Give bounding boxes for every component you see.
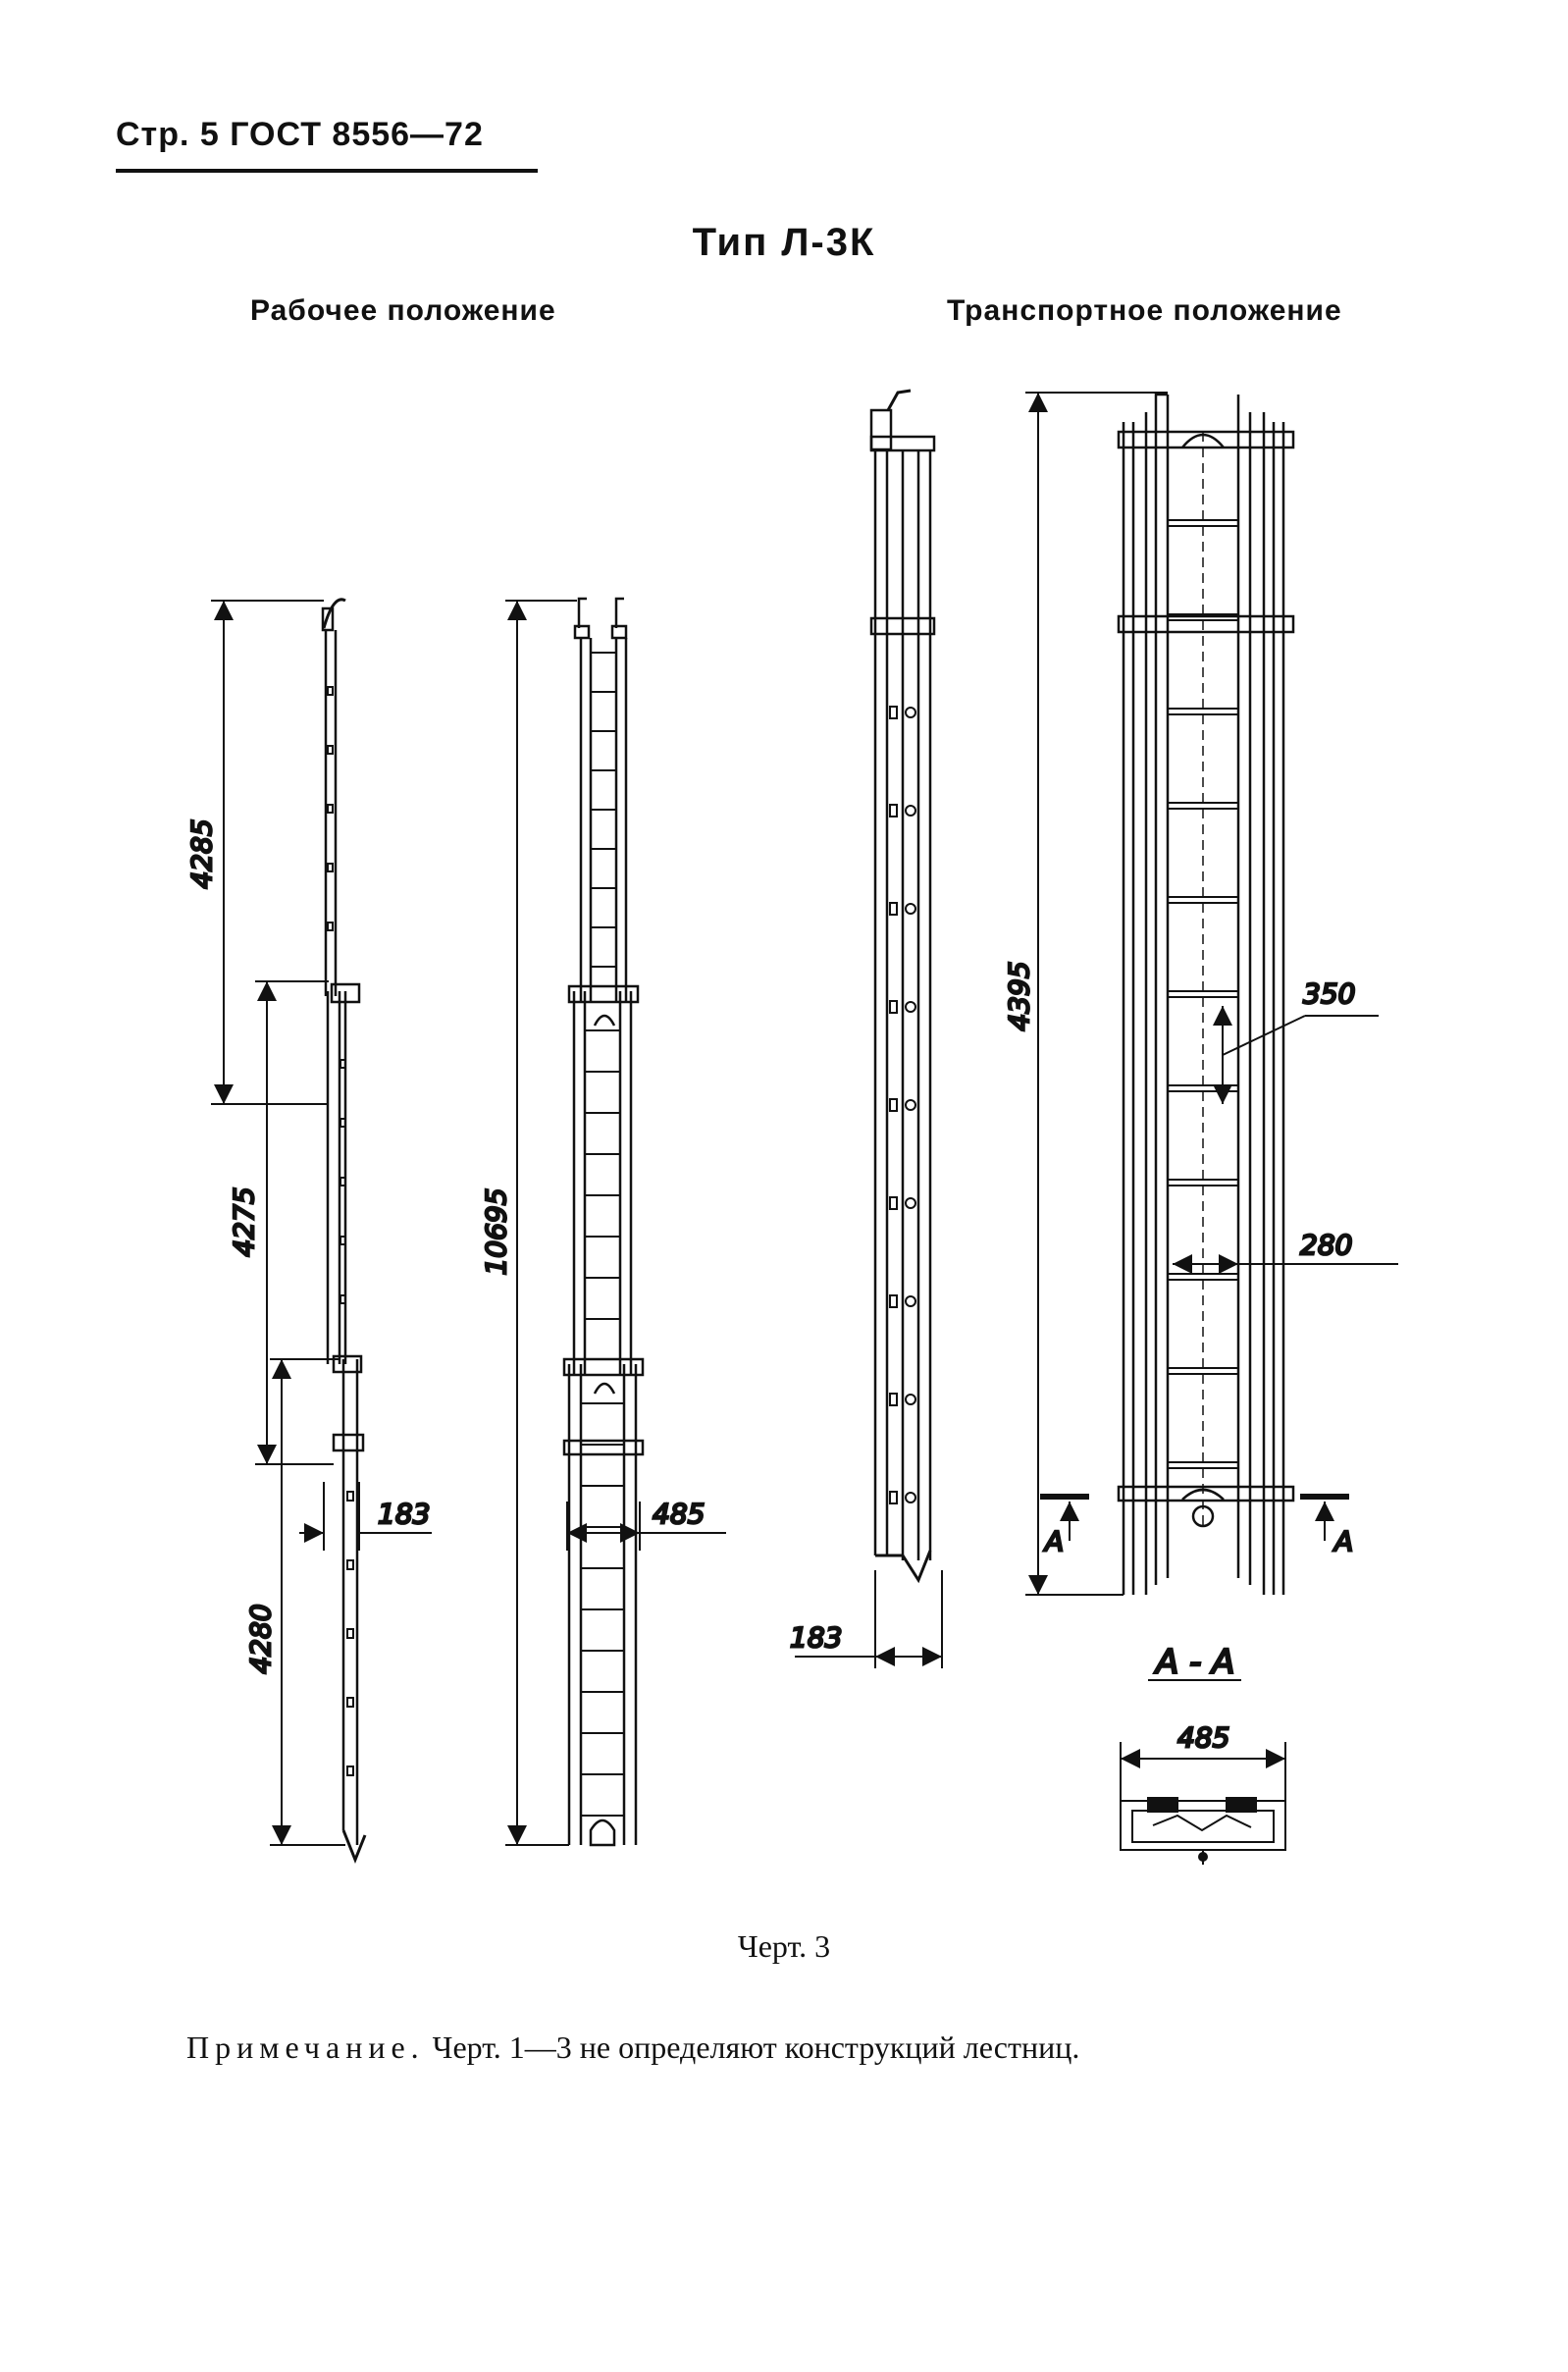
- transport-side-ladder: [869, 389, 936, 1584]
- transport-position-title: Транспортное положение: [947, 294, 1342, 327]
- note: Примечание. Черт. 1—3 не определяют конс…: [186, 2029, 1079, 2066]
- rung-hole: [905, 1099, 916, 1111]
- rung-hole: [905, 707, 916, 718]
- dim-183-left: 183: [378, 1498, 430, 1530]
- rung-mark: [889, 1393, 898, 1406]
- working-position-title: Рабочее положение: [250, 294, 556, 327]
- transport-front-ladder: [1117, 393, 1295, 1595]
- rung-mark: [889, 1196, 898, 1210]
- dim-485-left: 485: [653, 1498, 705, 1530]
- section-mark-left: А: [1043, 1525, 1064, 1557]
- rung-mark: [889, 706, 898, 719]
- working-front-ladder: [562, 597, 645, 1847]
- rung-mark: [889, 804, 898, 817]
- dim-10695: 10695: [480, 1187, 512, 1275]
- section-a-a: [1120, 1679, 1286, 1865]
- dim-4395: 4395: [1003, 961, 1035, 1030]
- rung-mark: [889, 1098, 898, 1112]
- dim-4285: 4285: [185, 818, 218, 888]
- rung-hole: [905, 1394, 916, 1405]
- transport-front-dimensions: [1025, 392, 1398, 1596]
- rung-hole: [905, 1001, 916, 1013]
- figure-type-title: Тип Л-3К: [692, 221, 876, 264]
- header-rule: [116, 169, 538, 173]
- section-mark-right: А: [1333, 1525, 1353, 1557]
- working-side-ladder: [321, 598, 367, 1865]
- dim-4280: 4280: [244, 1604, 277, 1673]
- dim-350: 350: [1303, 977, 1355, 1010]
- rung-mark: [889, 1294, 898, 1308]
- dim-280: 280: [1300, 1229, 1352, 1261]
- rung-hole: [905, 805, 916, 817]
- page-header: Стр. 5 ГОСТ 8556—72: [116, 116, 484, 153]
- front-dimensions: [505, 600, 726, 1846]
- figure-caption: Черт. 3: [737, 1928, 831, 1964]
- dim-4275: 4275: [228, 1186, 260, 1256]
- note-label: Примечание.: [186, 2029, 425, 2065]
- rung-mark: [889, 1491, 898, 1504]
- rung-mark: [889, 1000, 898, 1014]
- rung-hole: [905, 1295, 916, 1307]
- dim-183-right: 183: [790, 1621, 842, 1654]
- note-text: Черт. 1—3 не определяют конструкций лест…: [424, 2029, 1080, 2065]
- rung-hole: [905, 1492, 916, 1503]
- rung-hole: [905, 903, 916, 915]
- transport-side-dimensions: [795, 1570, 943, 1668]
- dim-485-section: 485: [1177, 1721, 1229, 1754]
- rung-hole: [905, 1197, 916, 1209]
- section-title: А - А: [1154, 1643, 1234, 1682]
- rung-mark: [889, 902, 898, 916]
- working-dimensions: [211, 600, 432, 1846]
